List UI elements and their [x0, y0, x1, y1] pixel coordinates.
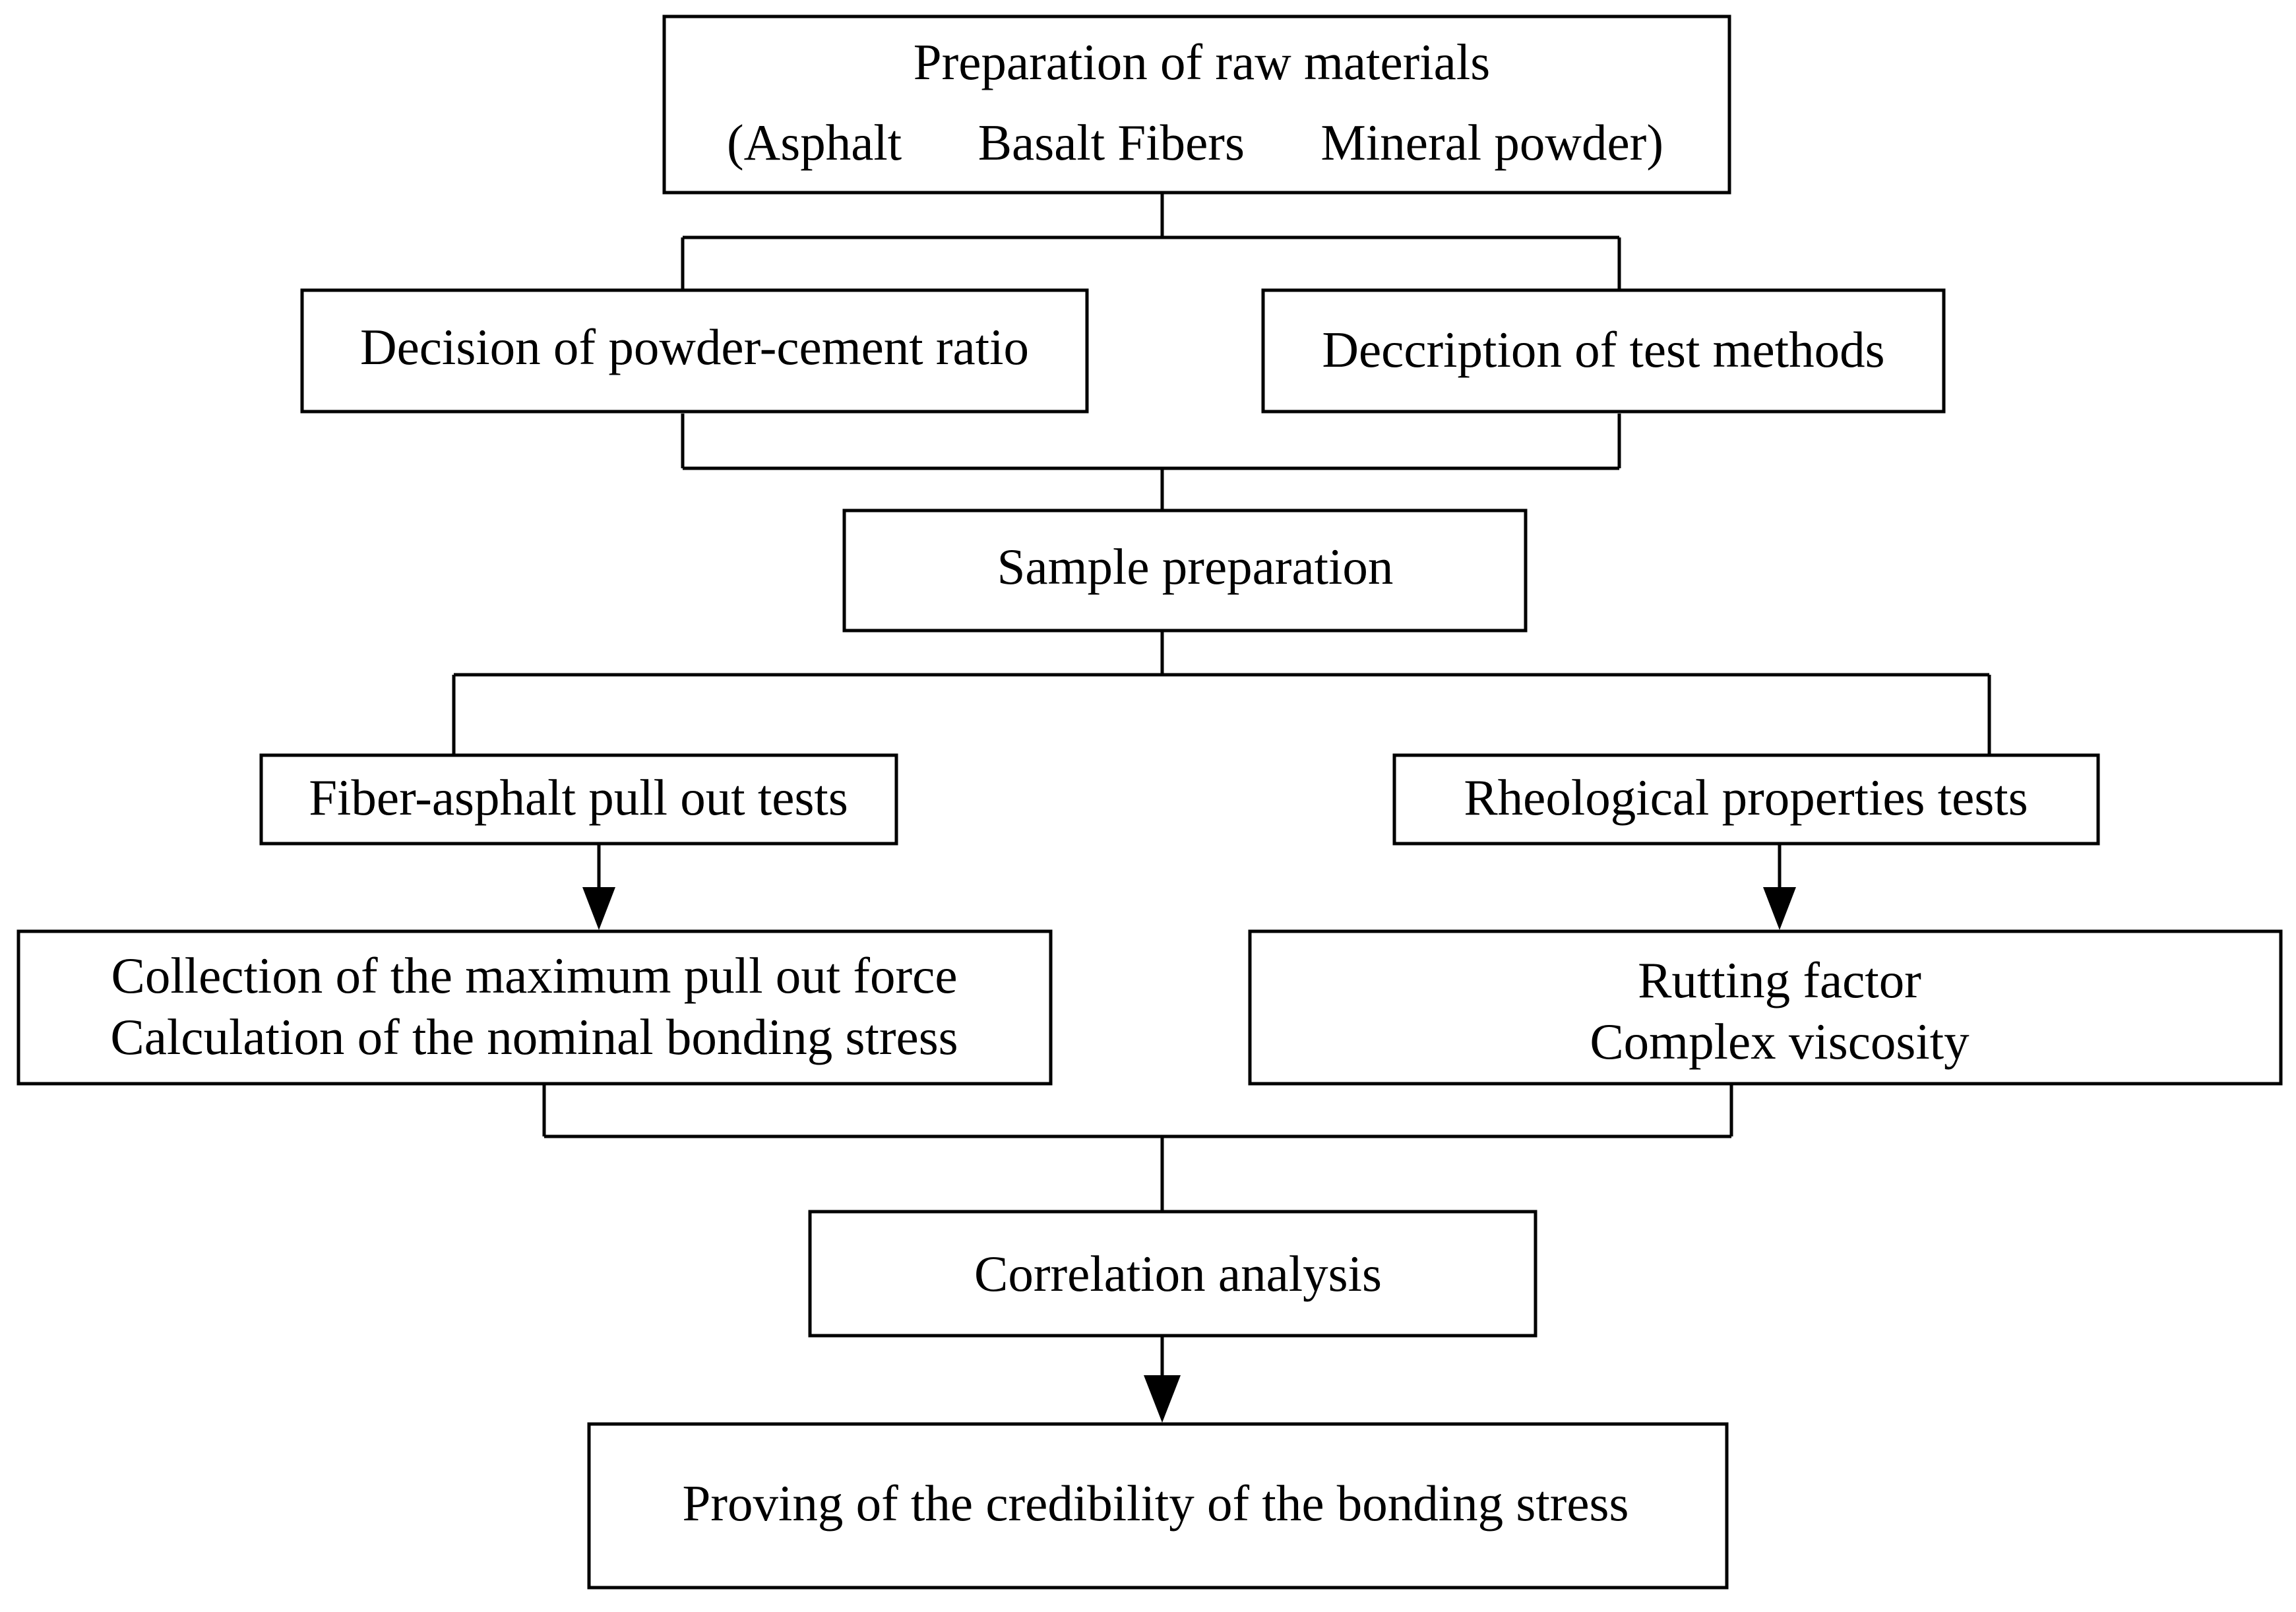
raw-materials-title: Preparation of raw materials	[914, 34, 1490, 90]
sample-preparation-box: Sample preparation	[842, 509, 1528, 633]
test-methods-box: Deccription of test methods	[1261, 288, 1946, 414]
pull-out-tests-label: Fiber-asphalt pull out tests	[309, 769, 848, 826]
rutting-viscosity-box: Rutting factor Complex viscosity	[1248, 929, 2283, 1086]
connector-raw-to-row2	[681, 193, 1621, 289]
credibility-box: Proving of the credibility of the bondin…	[587, 1422, 1729, 1590]
collection-line: Collection of the maximum pull out force	[111, 947, 957, 1004]
raw-materials-items: (Asphalt Basalt Fibers Mineral powder)	[727, 114, 1663, 171]
correlation-analysis-box: Correlation analysis	[808, 1210, 1537, 1338]
calculation-line: Calculation of the nominal bonding stres…	[110, 1008, 958, 1065]
arrowhead-correlation-to-credibility	[1144, 1375, 1181, 1423]
rheological-tests-label: Rheological properties tests	[1464, 769, 2028, 826]
arrowhead-rheo-to-rutting	[1763, 887, 1796, 930]
sample-preparation-label: Sample preparation	[997, 538, 1394, 595]
correlation-analysis-label: Correlation analysis	[974, 1245, 1382, 1302]
connector-sample-to-tests	[452, 632, 1991, 754]
connector-results-to-correlation	[542, 1085, 1733, 1210]
raw-materials-box: Preparation of raw materials (Asphalt Ba…	[662, 15, 1731, 195]
rheological-tests-box: Rheological properties tests	[1392, 753, 2100, 846]
connector-row2-to-sample	[681, 414, 1621, 509]
collection-calculation-box: Collection of the maximum pull out force…	[16, 929, 1053, 1086]
credibility-label: Proving of the credibility of the bondin…	[683, 1475, 1629, 1532]
powder-cement-ratio-label: Decision of powder-cement ratio	[360, 319, 1029, 375]
test-methods-label: Deccription of test methods	[1322, 321, 1884, 378]
arrowhead-pullout-to-collection	[582, 887, 615, 930]
complex-viscosity-line: Complex viscosity	[1590, 1013, 1970, 1070]
rutting-factor-line: Rutting factor	[1638, 952, 1921, 1008]
powder-cement-ratio-box: Decision of powder-cement ratio	[300, 288, 1089, 414]
pull-out-tests-box: Fiber-asphalt pull out tests	[259, 753, 898, 846]
